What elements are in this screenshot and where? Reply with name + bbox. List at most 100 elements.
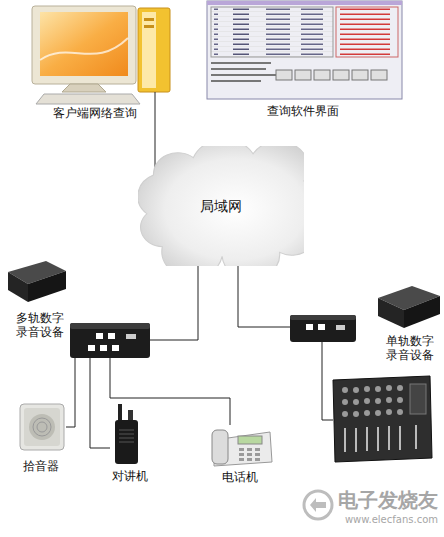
key bbox=[255, 448, 260, 451]
antenna bbox=[118, 404, 122, 422]
hub-top bbox=[70, 323, 150, 329]
hub-body bbox=[290, 315, 356, 342]
walkie-talkie-icon bbox=[115, 404, 138, 464]
cable bbox=[155, 92, 156, 124]
connector-line bbox=[90, 358, 110, 448]
info-line bbox=[211, 80, 261, 82]
key bbox=[247, 458, 252, 461]
hub-body bbox=[70, 323, 150, 358]
cloud-outline bbox=[138, 146, 304, 266]
fader-row bbox=[345, 425, 416, 452]
device-node: 对讲机 bbox=[110, 400, 150, 488]
title-bar bbox=[207, 1, 402, 5]
knob-row bbox=[342, 385, 403, 417]
knob bbox=[353, 411, 359, 417]
speaker-slot bbox=[119, 438, 134, 439]
fader bbox=[355, 428, 357, 452]
watermark-text: www.elecfans.com bbox=[345, 514, 438, 526]
logo-ring bbox=[304, 491, 332, 519]
keypad bbox=[239, 448, 260, 461]
ui-button bbox=[352, 70, 368, 80]
node-label: 电话机 bbox=[205, 470, 275, 484]
knob bbox=[342, 399, 348, 405]
knob bbox=[353, 387, 359, 393]
interface-box bbox=[290, 315, 356, 342]
ui-button bbox=[276, 70, 292, 80]
telephone-icon bbox=[212, 430, 272, 466]
audio-jack bbox=[96, 333, 103, 339]
software-node: 查询软件界面 bbox=[200, 0, 405, 122]
node-label: 查询软件界面 bbox=[200, 104, 405, 118]
pc-tower bbox=[138, 8, 170, 92]
node-label: 局域网 bbox=[138, 198, 304, 215]
logo-arrow bbox=[310, 498, 326, 512]
key bbox=[239, 453, 244, 456]
usb-port bbox=[126, 334, 136, 339]
tower-front bbox=[142, 12, 156, 88]
audio-jack bbox=[318, 324, 325, 330]
knob bbox=[364, 410, 370, 416]
grille-ring bbox=[33, 418, 51, 436]
knob bbox=[342, 387, 348, 393]
knob bbox=[364, 386, 370, 392]
node-label: 对讲机 bbox=[110, 469, 150, 483]
key bbox=[255, 458, 260, 461]
ui-button bbox=[371, 70, 387, 80]
usb-port bbox=[336, 325, 345, 330]
alarm-panel bbox=[336, 7, 398, 57]
fader bbox=[388, 426, 390, 450]
screen-wave bbox=[40, 38, 128, 60]
interface-box bbox=[70, 323, 150, 358]
node-label: 多轨数字 录音设备 bbox=[13, 311, 67, 340]
knob bbox=[342, 411, 348, 417]
keyboard bbox=[36, 94, 140, 104]
pickup-icon bbox=[20, 404, 64, 450]
node-label: 客户端网络查询 bbox=[20, 106, 170, 120]
radio-body bbox=[115, 420, 138, 464]
box-side bbox=[8, 272, 28, 302]
audio-jack bbox=[306, 324, 313, 330]
mixer-body bbox=[333, 376, 432, 462]
recorder-unit bbox=[378, 286, 440, 328]
knob bbox=[386, 397, 392, 403]
device-node: 拾音器 bbox=[16, 402, 66, 480]
knob bbox=[364, 398, 370, 404]
master-section bbox=[410, 384, 426, 414]
window-frame bbox=[207, 1, 402, 99]
hub-top bbox=[290, 315, 356, 320]
key bbox=[255, 453, 260, 456]
mixer-icon bbox=[333, 376, 432, 462]
monitor-frame bbox=[32, 6, 136, 84]
wire bbox=[322, 342, 333, 420]
knob bbox=[375, 410, 381, 416]
fader bbox=[344, 428, 346, 452]
pickup-body bbox=[20, 404, 64, 450]
ui-button bbox=[295, 70, 311, 80]
audio-jack bbox=[112, 345, 119, 351]
ui-button bbox=[333, 70, 349, 80]
knob bbox=[375, 386, 381, 392]
handset bbox=[212, 430, 228, 464]
knob bbox=[375, 398, 381, 404]
node-label: 拾音器 bbox=[16, 459, 66, 473]
key bbox=[247, 448, 252, 451]
ui-button bbox=[314, 70, 330, 80]
knob bbox=[128, 410, 133, 420]
phone-screen bbox=[238, 436, 262, 444]
knob bbox=[386, 409, 392, 415]
key bbox=[247, 453, 252, 456]
watermark-logo bbox=[304, 491, 332, 519]
fader bbox=[366, 427, 368, 451]
grille-ring bbox=[37, 422, 47, 432]
software-screenshot bbox=[207, 1, 402, 99]
pickup-face bbox=[24, 408, 60, 446]
key bbox=[239, 458, 244, 461]
connector-line bbox=[110, 358, 230, 425]
monitor-screen bbox=[40, 12, 128, 76]
knob bbox=[386, 385, 392, 391]
computer-node: 客户端网络查询 bbox=[20, 0, 170, 124]
